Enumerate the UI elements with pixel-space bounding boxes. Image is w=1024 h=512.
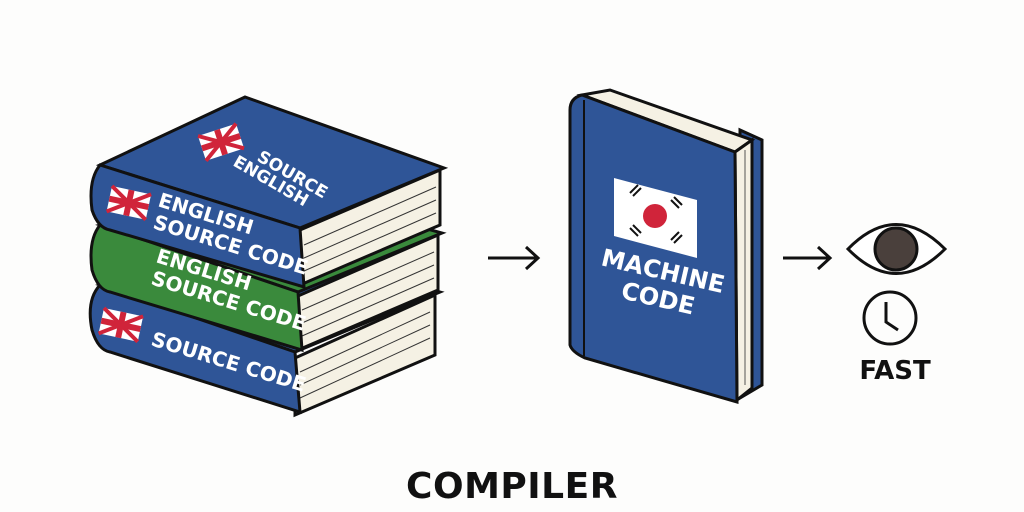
- arrow-right-icon: [783, 245, 833, 271]
- machine-book-cover: [568, 93, 739, 405]
- eye-icon: [845, 223, 948, 275]
- machine-code-book: MACHINE CODE: [568, 88, 764, 405]
- middle-book-spine: [89, 223, 304, 353]
- diagram-title: COMPILER: [406, 466, 618, 507]
- fast-label: FAST: [859, 356, 931, 386]
- arrow-right-icon: [488, 245, 541, 271]
- clock-icon: [862, 290, 918, 346]
- korea-flag-icon: [614, 178, 697, 258]
